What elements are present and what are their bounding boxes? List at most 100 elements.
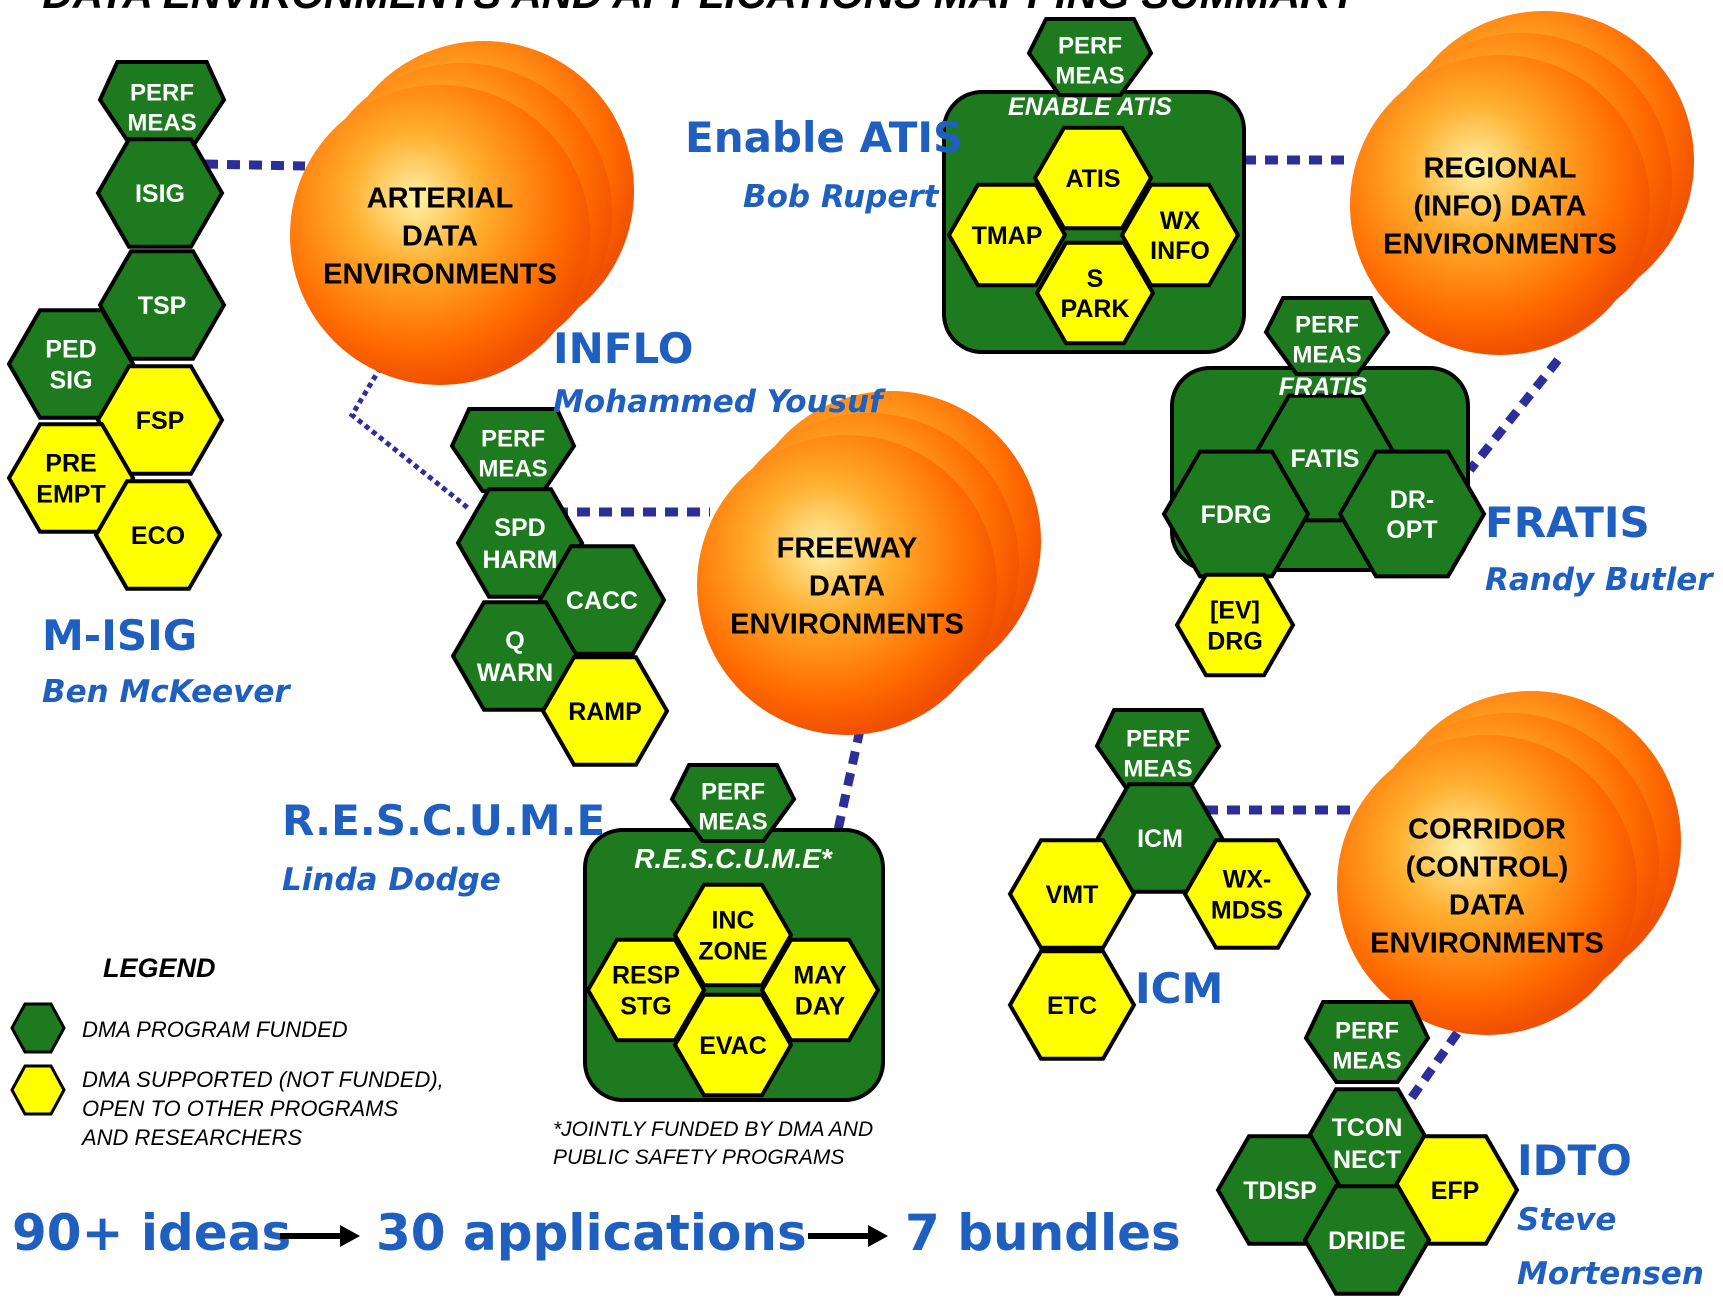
misig-fsp: FSP <box>95 364 225 476</box>
flow-arrow-2 <box>808 1225 888 1247</box>
rescume-evac-shape <box>672 992 794 1098</box>
misig-tsp-label-line-1: TSP <box>138 292 187 320</box>
arterial-data-environment-label-line-2: DATA <box>402 220 478 252</box>
arterial-data-environment-label-line-3: ENVIRONMENTS <box>323 258 557 290</box>
misig-fsp-label-line-1: FSP <box>136 407 185 435</box>
regional-data-environment-label-line-2: (INFO) DATA <box>1414 190 1587 222</box>
legend-supported-line-1: DMA SUPPORTED (NOT FUNDED), <box>82 1067 444 1092</box>
idto-perf-meas-label-line-1: PERF <box>1335 1018 1399 1045</box>
freeway-data-environment-label-line-1: FREEWAY <box>777 532 918 564</box>
flow-ideas: 90+ ideas <box>12 1204 291 1262</box>
inflo-qwarn-label-line-2: WARN <box>477 659 553 687</box>
rescume-respstg-label-line-2: STG <box>620 993 671 1021</box>
idto-efp-label-line-1: EFP <box>1431 1177 1480 1205</box>
icm-etc-label-line-1: ETC <box>1047 992 1097 1020</box>
regional-data-environment-label-line-1: REGIONAL <box>1423 152 1576 184</box>
icm-etc-shape <box>1007 949 1137 1061</box>
flow-summary: 90+ ideas 30 applications 7 bundles <box>12 1204 1181 1262</box>
atis-wxinfo-label-line-1: WX <box>1160 207 1201 235</box>
rescume-evac: EVAC <box>672 992 794 1098</box>
inflo-perf-meas-label-line-1: PERF <box>481 426 545 453</box>
misig-pedsig-label-line-1: PED <box>45 336 96 364</box>
inflo-cacc: CACC <box>537 544 667 656</box>
fratis-fdrg-shape <box>1161 449 1311 579</box>
atis-spark-label-line-1: S <box>1087 265 1104 293</box>
rescume-perf-meas-shape <box>669 763 797 843</box>
legend-title: LEGEND <box>103 953 216 983</box>
atis-tmap-shape <box>946 182 1068 288</box>
icm-title: ICM <box>1135 964 1223 1013</box>
fratis-fatis-label-line-1: FATIS <box>1291 445 1360 473</box>
atis-spark-label-line-2: PARK <box>1061 295 1130 323</box>
flow-applications: 30 applications <box>376 1204 807 1262</box>
atis-atis-label-line-1: ATIS <box>1065 165 1120 193</box>
misig-eco: ECO <box>93 479 223 591</box>
atis-perf-meas-label-line-2: MEAS <box>1055 63 1124 90</box>
atis-spark-shape <box>1034 240 1156 346</box>
misig-perf-meas-label-line-1: PERF <box>130 80 194 107</box>
regional-data-environment-disc-3 <box>1350 55 1650 355</box>
rescume-respstg-label-line-1: RESP <box>612 962 680 990</box>
inflo-cacc-label-line-1: CACC <box>566 587 638 615</box>
icm-wxmdss: WX-MDSS <box>1182 838 1312 950</box>
inflo-title: INFLO <box>553 324 693 373</box>
icm-wxmdss-label-line-1: WX- <box>1223 866 1272 894</box>
misig-eco-shape <box>93 479 223 591</box>
icm-icm-label-line-1: ICM <box>1137 825 1183 853</box>
regional-data-environment-label-line-3: ENVIRONMENTS <box>1383 228 1617 260</box>
legend-supported-line-2: OPEN TO OTHER PROGRAMS <box>82 1096 399 1121</box>
fratis-evdrg-label-line-1: [EV] <box>1210 597 1260 625</box>
atis-tmap-label-line-1: TMAP <box>972 222 1043 250</box>
corridor-data-environment-label-line-1: CORRIDOR <box>1408 813 1566 845</box>
arterial-data-environment-disc-3 <box>290 85 590 385</box>
atis-perf-meas: PERF MEAS <box>1026 17 1154 97</box>
fratis-evdrg: [EV]DRG <box>1174 572 1296 678</box>
flow-arrow-1 <box>280 1225 360 1247</box>
atis-owner: Bob Rupert <box>743 179 940 215</box>
icm-etc: ETC <box>1007 949 1137 1061</box>
connector-freeway-rescume <box>833 729 865 831</box>
inflo-spdharm-label-line-2: HARM <box>483 546 558 574</box>
atis-wxinfo-label-line-2: INFO <box>1150 237 1210 265</box>
fratis-box-title: FRATIS <box>1279 373 1368 401</box>
idto-dride: DRIDE <box>1302 1184 1432 1296</box>
misig-title: M-ISIG <box>42 611 197 660</box>
fratis-fdrg-label-line-1: FDRG <box>1201 501 1272 529</box>
idto-dride-label-line-1: DRIDE <box>1328 1227 1406 1255</box>
fratis-dropt-label-line-2: OPT <box>1386 516 1437 544</box>
fratis-evdrg-shape <box>1174 572 1296 678</box>
atis-atis: ATIS <box>1032 125 1154 231</box>
page-title: DATA ENVIRONMENTS AND APPLICATIONS MAPPI… <box>42 0 1361 17</box>
legend-funded-swatch <box>10 1002 66 1054</box>
rescume-inczone-shape <box>672 882 794 988</box>
icm-vmt: VMT <box>1007 838 1137 950</box>
legend-supported-swatch <box>10 1064 66 1116</box>
fratis-perf-meas-label-line-2: MEAS <box>1292 342 1361 369</box>
fratis-dropt-shape <box>1337 449 1487 579</box>
connectors <box>204 155 1562 1103</box>
freeway-data-environment-label-line-2: DATA <box>809 570 885 602</box>
idto-tconnect-label-line-1: TCON <box>1332 1114 1403 1142</box>
application-shapes: PERFMEASISIGTSPPEDSIGFSPPREEMPTECOPERFME… <box>6 17 1520 1296</box>
atis-tmap: TMAP <box>946 182 1068 288</box>
icm-wxmdss-shape <box>1182 838 1312 950</box>
atis-perf-meas-label-line-1: PERF <box>1058 33 1122 60</box>
rescume-inczone-label-line-2: ZONE <box>698 938 767 966</box>
rescume-evac-label-line-1: EVAC <box>699 1032 767 1060</box>
corridor-data-environment-disc-3 <box>1337 735 1637 1035</box>
rescume-owner: Linda Dodge <box>282 862 501 898</box>
inflo-ramp-shape <box>540 655 670 767</box>
icm-vmt-shape <box>1007 838 1137 950</box>
idto-dride-shape <box>1302 1184 1432 1296</box>
